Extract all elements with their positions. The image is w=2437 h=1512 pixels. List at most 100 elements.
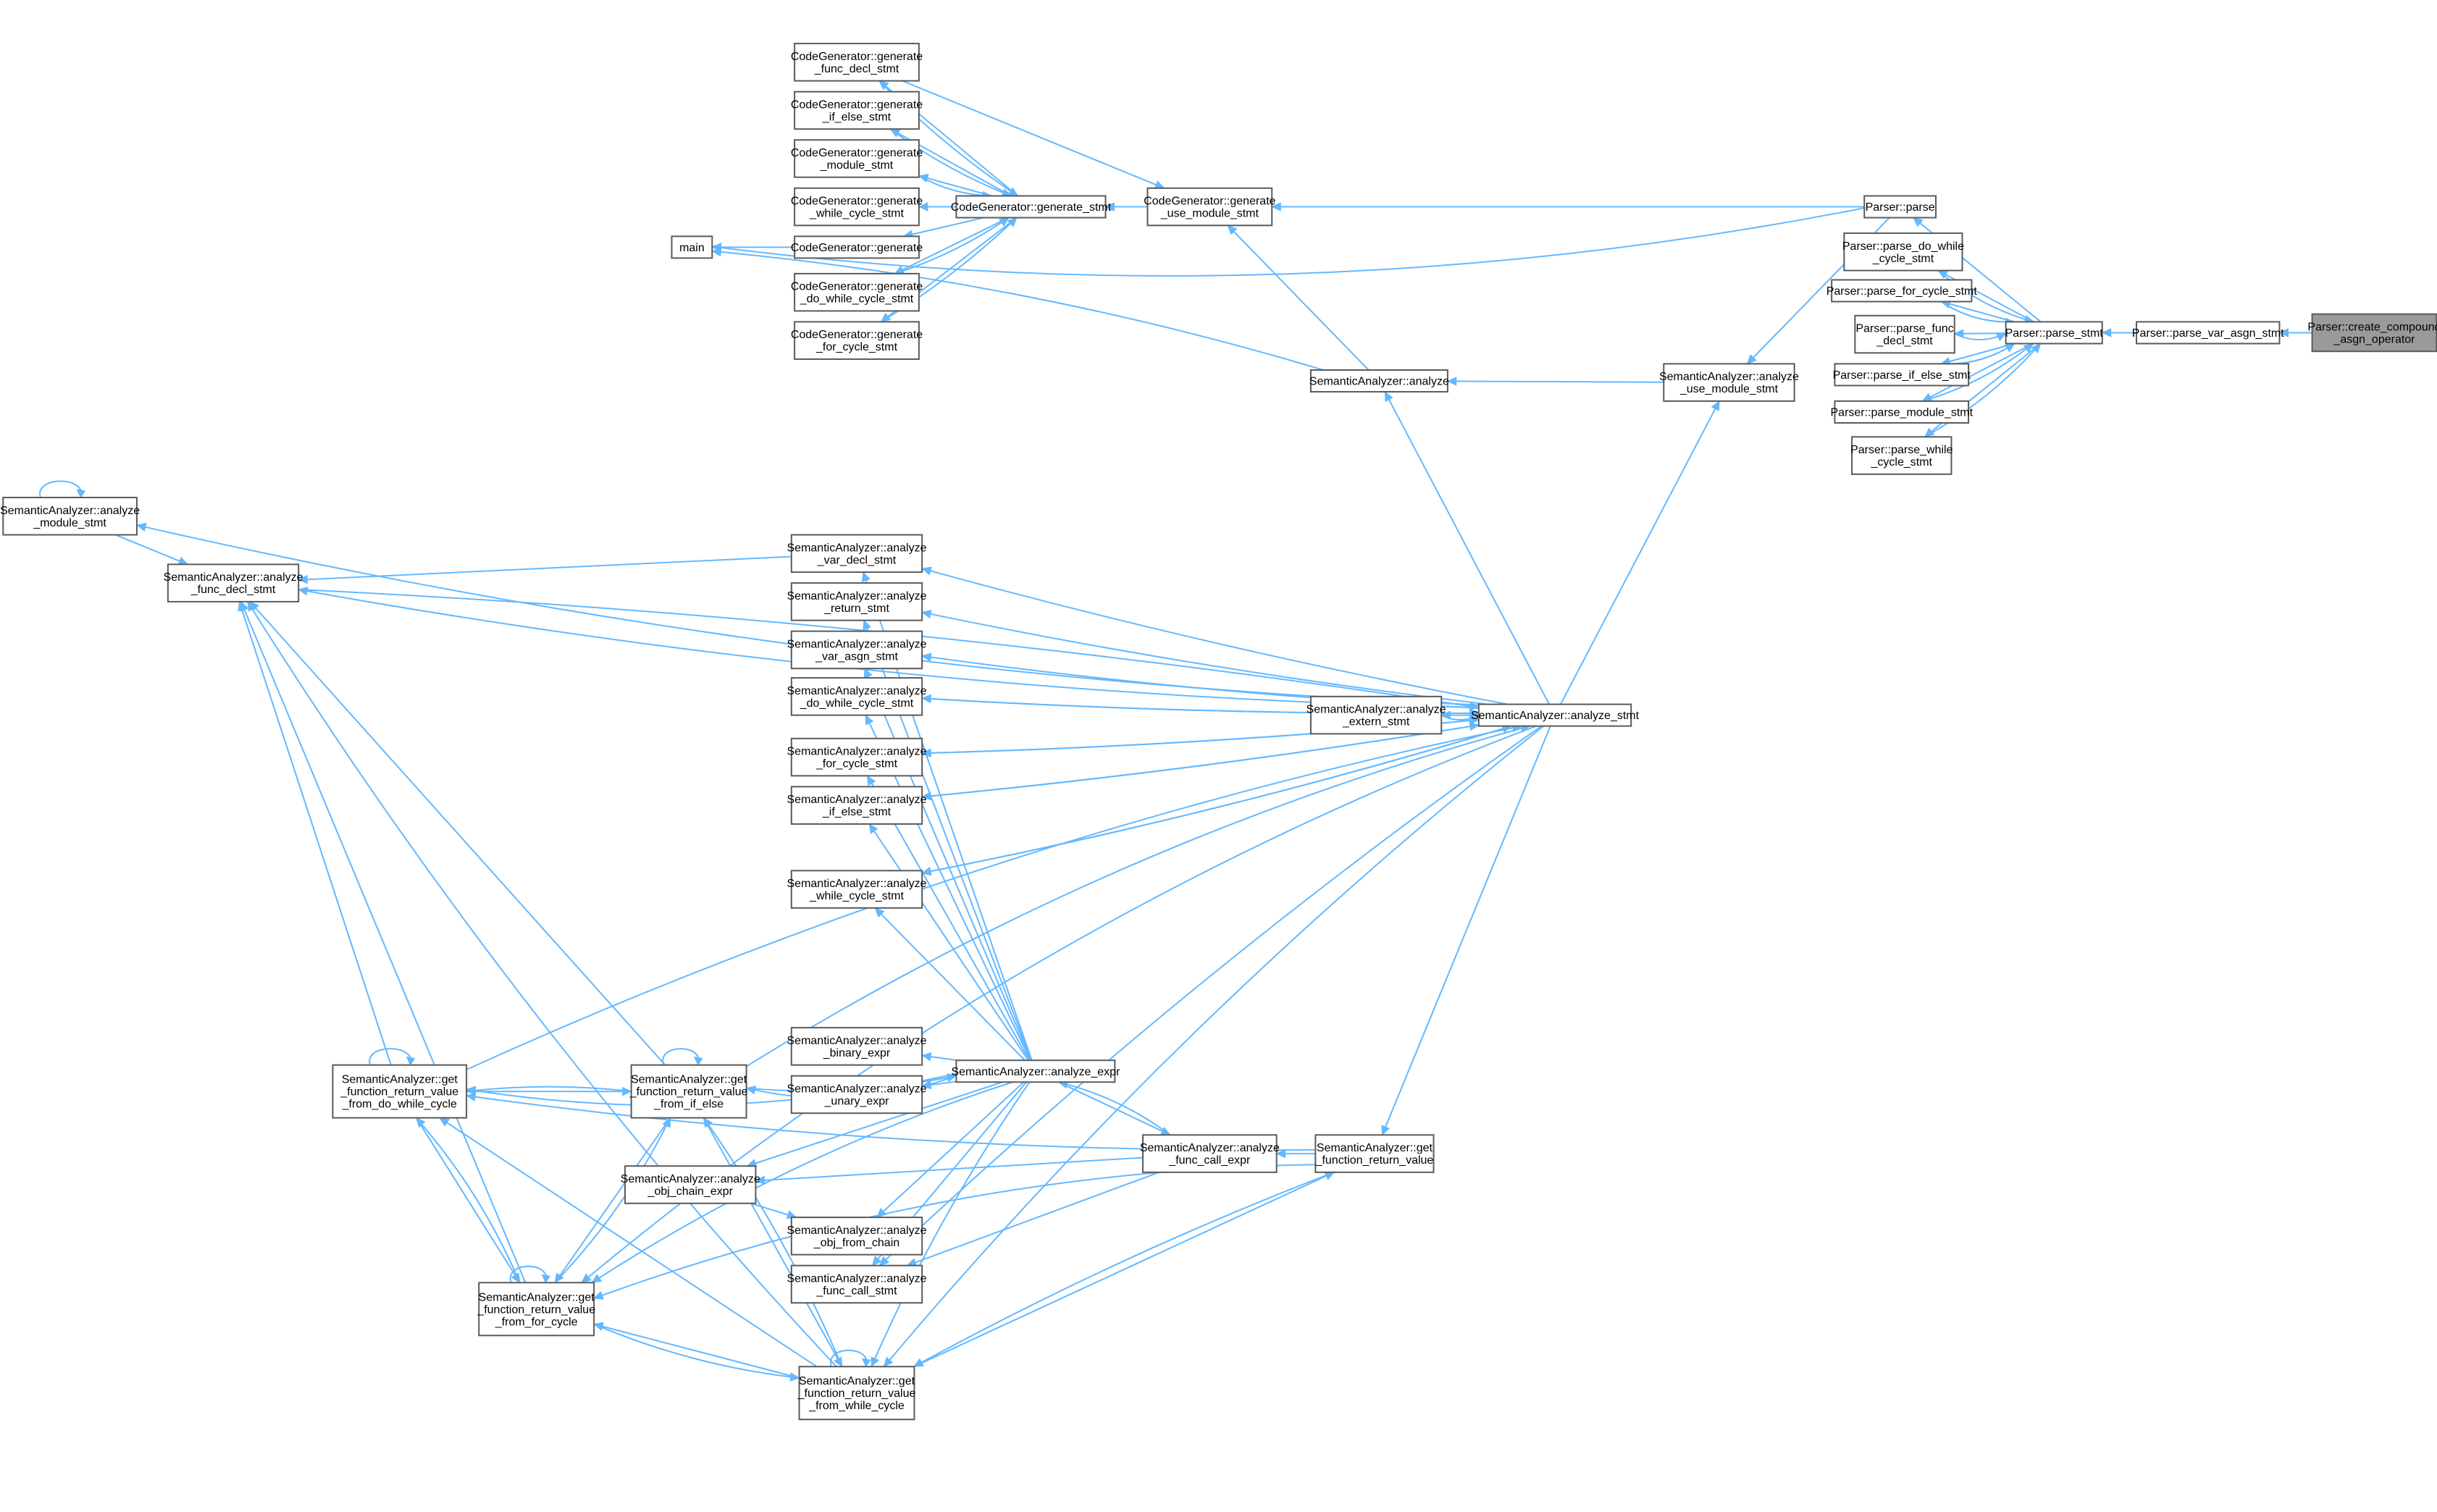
node-box — [794, 43, 920, 82]
node-sa-var-asgn[interactable]: SemanticAnalyzer::analyze_var_asgn_stmt — [787, 630, 927, 670]
edge-sa_stmt-to-sa_var_decl — [921, 566, 1509, 705]
node-parse-func-decl[interactable]: Parser::parse_func_decl_stmt — [1854, 314, 1955, 354]
node-label-line: Parser::parse_func — [1855, 323, 1953, 335]
node-parse-while[interactable]: Parser::parse_while_cycle_stmt — [1850, 436, 1953, 475]
node-sa-return[interactable]: SemanticAnalyzer::analyze_return_stmt — [787, 582, 927, 621]
edge-line — [466, 1085, 632, 1093]
node-sa-get-ret-do-while[interactable]: SemanticAnalyzer::get_function_return_va… — [332, 1064, 468, 1119]
edge-line — [864, 668, 1032, 1061]
arrowhead — [2023, 343, 2034, 353]
node-label-line: _func_decl_stmt — [190, 584, 276, 596]
arrowhead — [998, 217, 1010, 227]
node-sa-use-module[interactable]: SemanticAnalyzer::analyze_use_module_stm… — [1659, 363, 1799, 402]
edge-sa_stmt-to-sa_get_ret_while — [883, 725, 1545, 1368]
self-loop-sa_get_ret_do_while — [369, 1048, 416, 1066]
node-main[interactable]: main — [671, 235, 713, 259]
node-box — [1663, 363, 1795, 402]
node-sa-get-ret-for[interactable]: SemanticAnalyzer::get_function_return_va… — [477, 1282, 595, 1337]
edge-line — [894, 217, 1010, 274]
node-label-line: SemanticAnalyzer::get — [1317, 1142, 1433, 1154]
node-box — [790, 737, 923, 777]
arrowhead — [1007, 187, 1019, 197]
node-parse-module[interactable]: Parser::parse_module_stmt — [1831, 400, 1973, 424]
node-label-line: Parser::parse_for_cycle_stmt — [1826, 285, 1978, 298]
node-sa-func-call-expr[interactable]: SemanticAnalyzer::analyze_func_call_expr — [1140, 1134, 1280, 1173]
arrowhead — [406, 1057, 416, 1066]
node-parse-if-else[interactable]: Parser::parse_if_else_stmt — [1833, 363, 1971, 387]
node-sa-module[interactable]: SemanticAnalyzer::analyze_module_stmt — [0, 497, 140, 536]
edge-sa_get_ret_for-to-sa_get_ret_if_else — [554, 1117, 671, 1283]
arrowhead — [1275, 1148, 1286, 1159]
node-sa-while[interactable]: SemanticAnalyzer::analyze_while_cycle_st… — [787, 870, 927, 909]
self-loop-sa_get_ret_for — [509, 1265, 551, 1284]
node-sa-func-decl[interactable]: SemanticAnalyzer::analyze_func_decl_stmt — [164, 563, 303, 602]
edge-line — [712, 207, 1865, 277]
node-label-line: Parser::parse_if_else_stmt — [1833, 369, 1971, 382]
node-cg-func-decl[interactable]: CodeGenerator::generate_func_decl_stmt — [791, 43, 923, 82]
edge-sa_stmt-to-sa_use_module — [1559, 400, 1720, 705]
node-cg-generate-stmt[interactable]: CodeGenerator::generate_stmt — [951, 195, 1112, 219]
edge-sa_expr-to-sa_get_ret_while — [871, 1081, 1031, 1368]
node-sa-expr[interactable]: SemanticAnalyzer::analyze_expr — [951, 1059, 1120, 1083]
node-cg-module[interactable]: CodeGenerator::generate_module_stmt — [791, 139, 923, 178]
node-sa-do-while[interactable]: SemanticAnalyzer::analyze_do_while_cycle… — [787, 677, 927, 716]
node-sa-analyze[interactable]: SemanticAnalyzer::analyze — [1309, 369, 1449, 393]
node-parse-do-while[interactable]: Parser::parse_do_while_cycle_stmt — [1842, 232, 1964, 272]
node-parse-for-cycle[interactable]: Parser::parse_for_cycle_stmt — [1826, 279, 1978, 303]
node-sa-stmt[interactable]: SemanticAnalyzer::analyze_stmt — [1471, 703, 1640, 727]
node-cg-do-while[interactable]: CodeGenerator::generate_do_while_cycle_s… — [791, 272, 923, 312]
edge-sa_if_else-to-sa_stmt — [922, 722, 1480, 798]
node-sa-unary[interactable]: SemanticAnalyzer::analyze_unary_expr — [787, 1075, 927, 1114]
node-label-line: _asgn_operator — [2333, 333, 2415, 345]
edge-line — [907, 1171, 1160, 1267]
node-box — [790, 786, 923, 825]
arrowhead — [863, 619, 872, 631]
node-cg-generate[interactable]: CodeGenerator::generate — [791, 235, 923, 259]
node-cg-while[interactable]: CodeGenerator::generate_while_cycle_stmt — [791, 187, 923, 227]
node-label-line: _while_cycle_stmt — [809, 890, 904, 902]
edge-sa_get_ret_for-to-sa_get_ret_while — [593, 1323, 800, 1382]
arrowhead — [439, 1117, 450, 1127]
edge-line — [1922, 343, 2034, 402]
edge-line — [876, 1081, 1025, 1218]
node-cg-if-else[interactable]: CodeGenerator::generate_if_else_stmt — [791, 91, 923, 130]
edge-parse_while-to-parse_stmt — [1924, 343, 2042, 438]
node-sa-if-else[interactable]: SemanticAnalyzer::analyze_if_else_stmt — [787, 786, 927, 825]
edge-line — [1924, 343, 2042, 438]
node-sa-obj-from-chain[interactable]: SemanticAnalyzer::analyze_obj_from_chain — [787, 1217, 927, 1256]
edge-parse_var_asgn-to-parse_stmt — [2101, 328, 2136, 337]
node-sa-obj-chain[interactable]: SemanticAnalyzer::analyze_obj_chain_expr — [621, 1165, 760, 1204]
node-cg-for[interactable]: CodeGenerator::generate_for_cycle_stmt — [791, 321, 923, 360]
node-label-line: _use_module_stmt — [1679, 383, 1779, 395]
node-box — [1146, 187, 1273, 227]
node-parse[interactable]: Parser::parse — [1863, 195, 1937, 219]
node-sa-get-ret-while[interactable]: SemanticAnalyzer::get_function_return_va… — [797, 1366, 916, 1421]
node-sa-for[interactable]: SemanticAnalyzer::analyze_for_cycle_stmt — [787, 737, 927, 777]
node-sa-func-call-stmt[interactable]: SemanticAnalyzer::analyze_func_call_stmt — [787, 1264, 927, 1304]
node-label-line: Parser::parse_do_while — [1842, 240, 1964, 253]
arrowhead — [240, 600, 249, 612]
node-parse-var-asgn[interactable]: Parser::parse_var_asgn_stmt — [2132, 321, 2284, 345]
node-sa-extern[interactable]: SemanticAnalyzer::analyze_extern_stmt — [1306, 695, 1446, 735]
node-sa-get-ret-if-else[interactable]: SemanticAnalyzer::get_function_return_va… — [629, 1064, 748, 1119]
node-label-line: _for_cycle_stmt — [815, 758, 898, 770]
node-cg-use-module[interactable]: CodeGenerator::generate_use_module_stmt — [1144, 187, 1276, 227]
node-box — [794, 91, 920, 130]
arrowhead — [1007, 217, 1018, 227]
arrowhead — [920, 652, 932, 662]
arrowhead — [868, 823, 878, 834]
arrowhead — [1384, 390, 1393, 403]
node-label-line: _var_asgn_stmt — [815, 650, 898, 663]
node-sa-var-decl[interactable]: SemanticAnalyzer::analyze_var_decl_stmt — [787, 534, 927, 574]
node-label-line: CodeGenerator::generate_stmt — [951, 201, 1112, 214]
node-parse-stmt[interactable]: Parser::parse_stmt — [2005, 321, 2104, 345]
node-sa-get-ret[interactable]: SemanticAnalyzer::get_function_return_va… — [1314, 1134, 1435, 1173]
node-create-compound[interactable]: Parser::create_compound_asgn_operator — [2307, 313, 2437, 353]
edge-line — [922, 724, 1479, 798]
node-box — [1477, 703, 1632, 727]
node-sa-binary[interactable]: SemanticAnalyzer::analyze_binary_expr — [787, 1027, 927, 1066]
node-box — [1309, 369, 1448, 393]
node-label-line: Parser::parse_module_stmt — [1831, 406, 1973, 419]
node-label-line: SemanticAnalyzer::analyze — [787, 794, 927, 806]
node-label-line: SemanticAnalyzer::analyze — [787, 542, 927, 554]
